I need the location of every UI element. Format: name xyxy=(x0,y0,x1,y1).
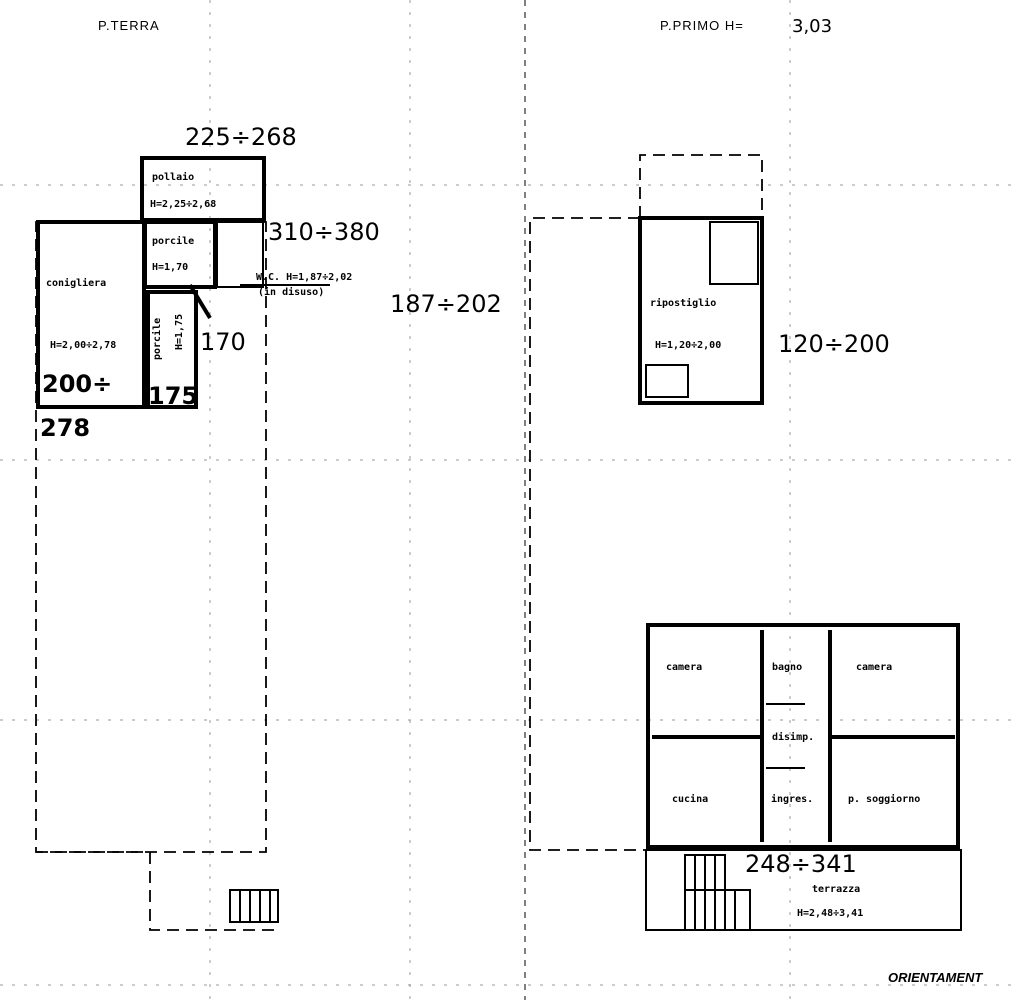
first-floor-height: 3,03 xyxy=(792,16,832,37)
conigliera-annotation-a: 200÷ xyxy=(42,370,112,398)
room-label-cucina: cucina xyxy=(672,793,708,805)
room-ripostiglio xyxy=(638,216,764,405)
room-label-camera-2: camera xyxy=(856,662,892,673)
first-floor-title: P.PRIMO H= xyxy=(660,18,744,33)
conigliera-annotation-b: 278 xyxy=(40,414,90,442)
room-porcile xyxy=(143,220,217,289)
terrazza-height: H=2,48÷3,41 xyxy=(797,908,863,919)
porcile-height: H=1,70 xyxy=(152,262,188,273)
orientation-label: ORIENTAMENT xyxy=(888,970,983,985)
room-label-bagno: bagno xyxy=(772,662,802,673)
wc-annotation: 187÷202 xyxy=(390,290,502,318)
house-outline xyxy=(646,623,960,849)
room-label-disimpegno: disimp. xyxy=(772,731,814,743)
terrazza-label: terrazza xyxy=(812,884,860,895)
ground-floor-plan xyxy=(35,156,330,931)
pollaio-height: H=2,25÷2,68 xyxy=(150,199,216,210)
wc-annotation-2: 310÷380 xyxy=(268,218,380,246)
porcile-annotation: 170 xyxy=(200,328,246,356)
room-conigliera xyxy=(36,220,146,409)
room-label-camera-1: camera xyxy=(666,662,702,673)
ground-floor-title: P.TERRA xyxy=(98,18,160,33)
porcile-label: porcile xyxy=(152,235,194,247)
conigliera-height: H=2,00÷2,78 xyxy=(50,340,116,351)
conigliera-label: conigliera xyxy=(46,277,106,289)
terrace-outline xyxy=(645,849,962,931)
room-label-ingresso: ingres. xyxy=(771,793,813,805)
room-wc xyxy=(216,221,264,288)
room-label-soggiorno: p. soggiorno xyxy=(848,793,920,805)
ripostiglio-annotation: 120÷200 xyxy=(778,330,890,358)
room-porcile-2 xyxy=(146,290,198,409)
porcile2-label: porcile xyxy=(151,318,163,360)
wc-label: W.C. H=1,87÷2,02 xyxy=(256,272,352,283)
pollaio-annotation: 225÷268 xyxy=(185,123,297,151)
stair-icon xyxy=(229,889,279,923)
wc-note: (in disuso) xyxy=(258,286,324,298)
porcile2-height: H=1,75 xyxy=(174,314,185,350)
terrazza-annotation: 248÷341 xyxy=(745,850,857,878)
ripostiglio-height: H=1,20÷2,00 xyxy=(655,340,721,351)
first-floor-plan xyxy=(529,154,962,931)
ripostiglio-label: ripostiglio xyxy=(650,297,716,309)
porcile2-annotation: 175 xyxy=(148,382,198,410)
stair-icon xyxy=(684,854,751,931)
pollaio-label: pollaio xyxy=(152,171,194,183)
room-pollaio xyxy=(140,156,266,222)
